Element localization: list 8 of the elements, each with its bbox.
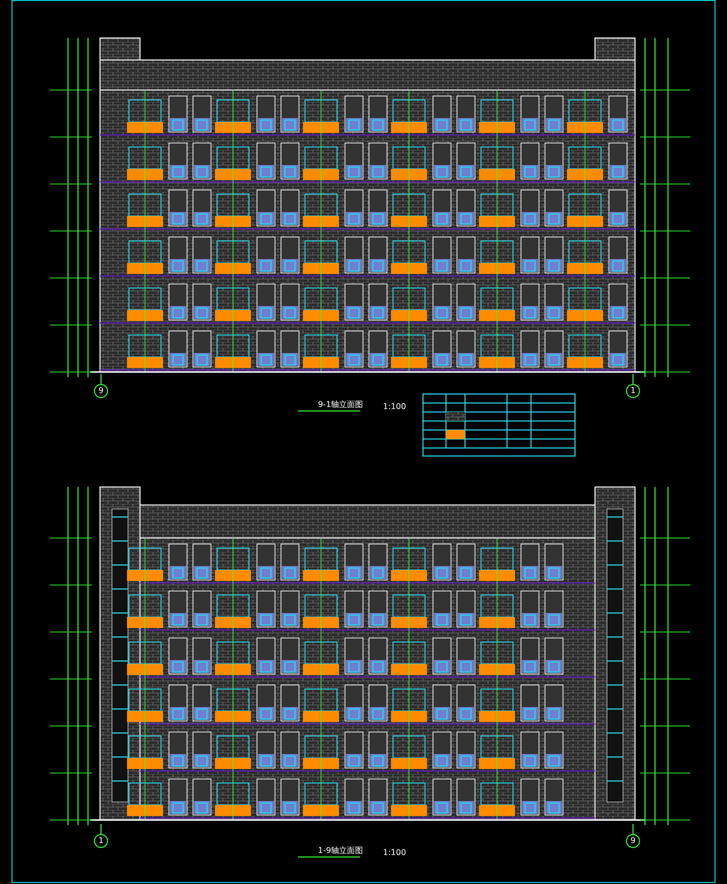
scale-note: 1:100	[383, 848, 406, 858]
axis-bubble: 1	[94, 834, 108, 848]
scale-note: 1:100	[383, 402, 406, 412]
drawing-title: 1-9轴立面图	[318, 846, 364, 856]
axis-bubble: 9	[94, 384, 108, 398]
axis-bubble: 9	[626, 834, 640, 848]
axis-bubble: 1	[626, 384, 640, 398]
drawing-title: 9-1轴立面图	[318, 400, 364, 410]
